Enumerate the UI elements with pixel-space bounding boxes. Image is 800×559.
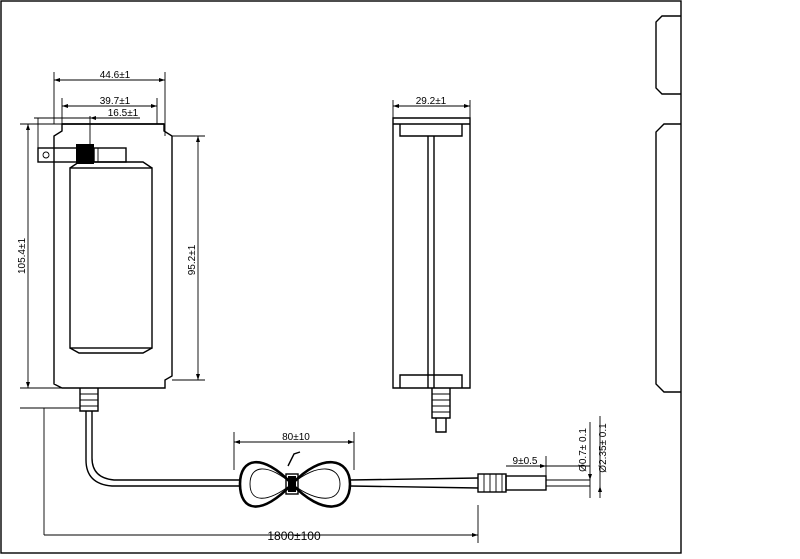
plug-blades (37, 144, 127, 164)
barrel-plug (477, 473, 590, 493)
dim-barrel-length: 9±0.5 (513, 456, 538, 467)
cable-coil (238, 451, 352, 508)
dim-pin-diameter: Ø0.7± 0.1 (578, 428, 589, 472)
adapter-body-outline (53, 123, 173, 389)
dim-width-overall: 44.6±1 (100, 70, 131, 81)
label-panel (69, 167, 153, 349)
dim-coil-length: 80±10 (282, 432, 310, 443)
dim-depth: 29.2±1 (416, 96, 447, 107)
dim-cable-length: 1800±100 (267, 529, 321, 543)
cable-dimensions: 80±10 1800±100 9±0.5 Ø0.7± 0.1 Ø2.35± 0.… (20, 407, 609, 543)
dim-barrel-diameter: Ø2.35± 0.1 (598, 423, 609, 473)
dim-plug-offset: 16.5±1 (108, 108, 139, 119)
dim-width-inner: 39.7±1 (100, 96, 131, 107)
drawing-frame (0, 0, 682, 554)
cable-assembly (85, 411, 590, 508)
front-view (37, 123, 173, 412)
partial-view (655, 15, 681, 393)
dim-height-overall: 105.4±1 (17, 238, 28, 275)
side-view (392, 117, 471, 433)
side-dimensions: 29.2±1 (392, 96, 471, 118)
dim-height-body: 95.2±1 (187, 244, 198, 275)
strain-relief (79, 388, 99, 412)
front-dimensions: 44.6±1 39.7±1 16.5±1 105.4±1 95.2±1 (17, 70, 205, 389)
